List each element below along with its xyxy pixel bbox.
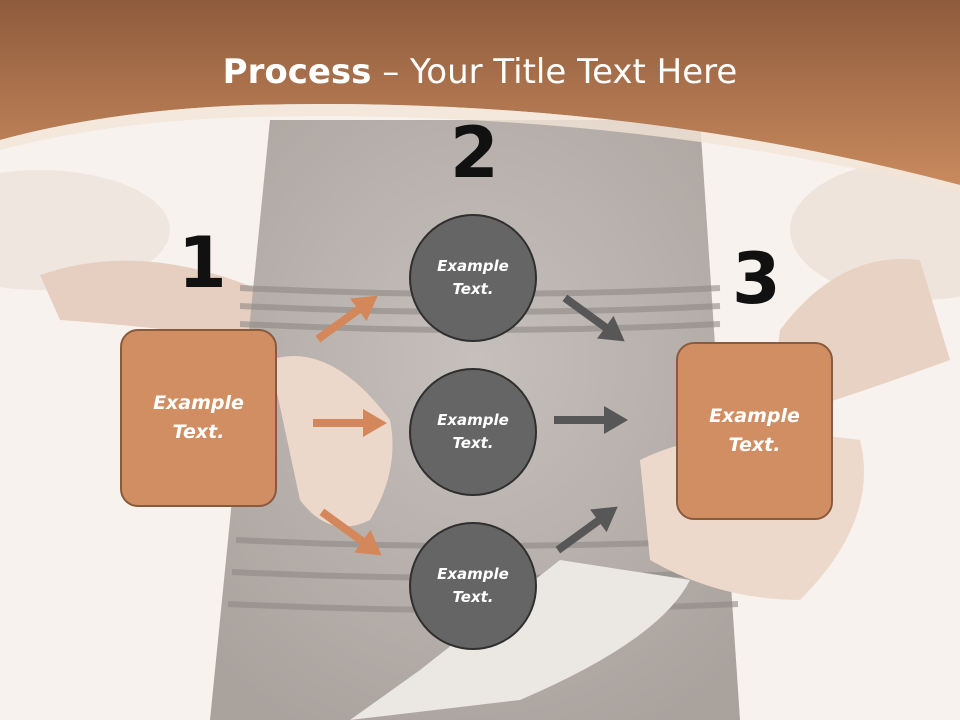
step-number-3: 3 [732, 238, 781, 320]
title-separator: – [371, 52, 411, 92]
middle-circle-top: Example Text. [409, 214, 537, 342]
title-bold: Process [222, 52, 372, 92]
step-number-2: 2 [450, 112, 499, 194]
slide-title: Process – Your Title Text Here [0, 52, 960, 92]
middle-circle-center: Example Text. [409, 368, 537, 496]
right-step-box: Example Text. [676, 342, 833, 520]
left-step-box: Example Text. [120, 329, 277, 507]
step-number-1: 1 [178, 222, 227, 304]
title-rest: Your Title Text Here [410, 52, 738, 92]
middle-circle-bottom: Example Text. [409, 522, 537, 650]
